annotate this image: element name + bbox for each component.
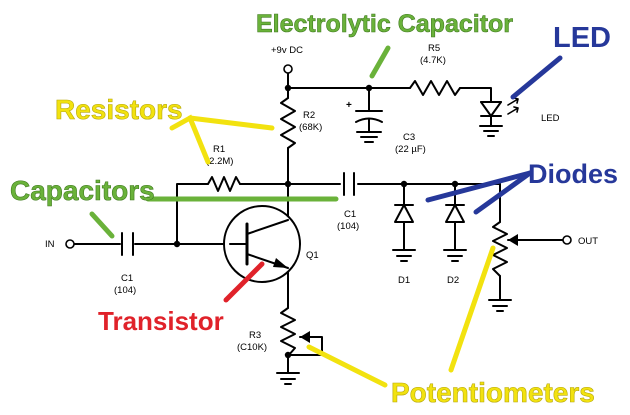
annotation-resistors: Resistors bbox=[55, 94, 183, 125]
r1-resistor bbox=[207, 176, 241, 192]
c3-name: C3 bbox=[403, 132, 415, 143]
r3-potentiometer bbox=[280, 307, 310, 357]
c3-value: (22 µF) bbox=[395, 144, 426, 155]
d2-name: D2 bbox=[447, 275, 459, 286]
c1-in-name: C1 bbox=[121, 273, 133, 284]
c1-input-capacitor bbox=[121, 232, 134, 256]
d1-name: D1 bbox=[398, 275, 410, 286]
supply-label: +9v DC bbox=[271, 45, 303, 56]
c1-out-name: C1 bbox=[344, 209, 356, 220]
c1-out-value: (104) bbox=[337, 221, 359, 232]
annotation-led: LED bbox=[553, 22, 611, 54]
r5-name: R5 bbox=[428, 43, 440, 54]
led-symbol bbox=[479, 97, 519, 137]
r2-name: R2 bbox=[303, 110, 315, 121]
r2-resistor bbox=[280, 97, 296, 149]
led-label: LED bbox=[541, 113, 560, 124]
output-potentiometer bbox=[488, 221, 518, 312]
annotation-transistor: Transistor bbox=[98, 306, 224, 336]
annotation-electrolytic-capacitor: Electrolytic Capacitor bbox=[256, 10, 513, 38]
c1-output-capacitor bbox=[343, 172, 355, 196]
r2-value: (68K) bbox=[299, 122, 322, 133]
c3-electrolytic-capacitor bbox=[355, 110, 383, 143]
supply-terminal bbox=[283, 64, 293, 74]
annotation-potentiometers: Potentiometers bbox=[391, 377, 595, 408]
output-terminal bbox=[562, 235, 572, 245]
c1-in-value: (104) bbox=[114, 285, 136, 296]
input-terminal bbox=[65, 239, 75, 249]
input-label: IN bbox=[45, 239, 55, 250]
q1-transistor bbox=[223, 205, 301, 283]
d1-diode bbox=[392, 204, 416, 262]
r1-name: R1 bbox=[213, 144, 225, 155]
r1-value: (2.2M) bbox=[206, 156, 233, 167]
r3-name: R3 bbox=[249, 330, 261, 341]
r5-resistor bbox=[409, 80, 461, 96]
output-label: OUT bbox=[578, 236, 598, 247]
r3-value: (C10K) bbox=[237, 342, 267, 353]
d2-diode bbox=[443, 204, 467, 262]
r5-value: (4.7K) bbox=[420, 55, 446, 66]
c3-plus: + bbox=[346, 100, 352, 111]
annotation-capacitors: Capacitors bbox=[10, 175, 155, 206]
q1-name: Q1 bbox=[306, 250, 319, 261]
junction-dots bbox=[173, 84, 459, 359]
r3-ground bbox=[276, 372, 300, 385]
annotation-diodes: Diodes bbox=[528, 159, 618, 189]
wires bbox=[73, 72, 564, 374]
annotation-pointers bbox=[89, 45, 563, 388]
